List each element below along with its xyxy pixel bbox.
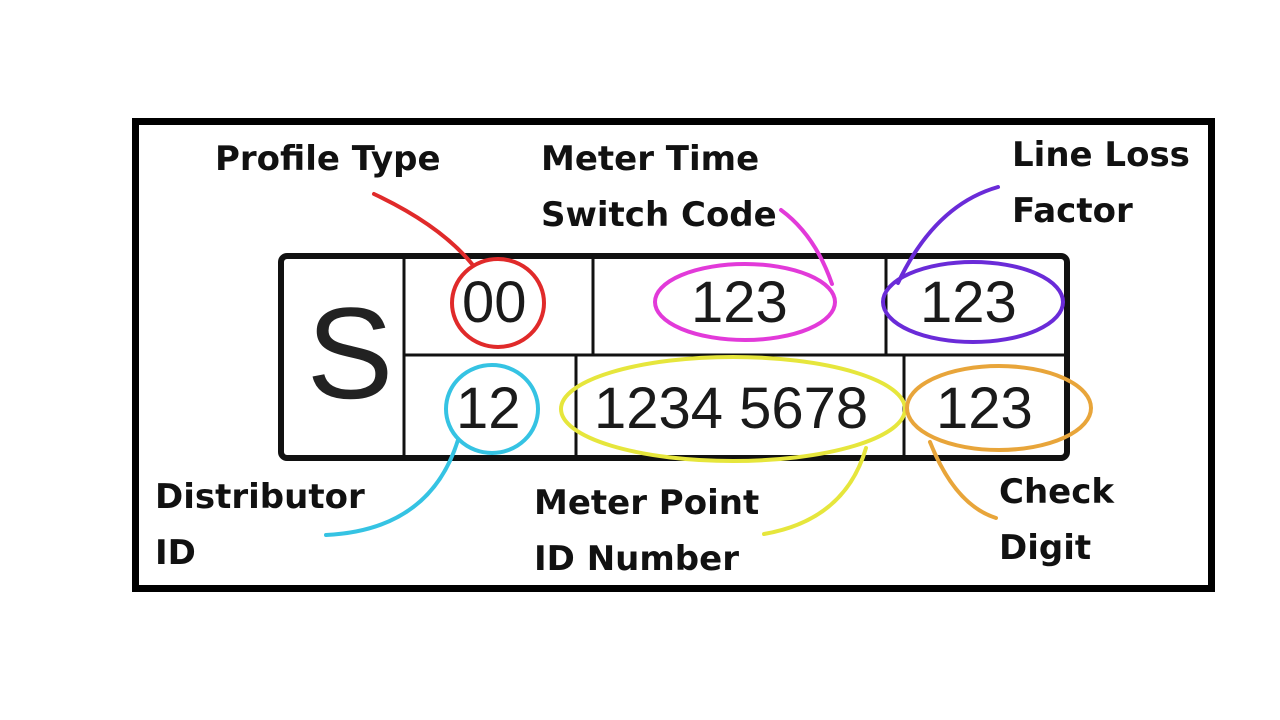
meter-point-id-number-label: Meter Point ID Number	[534, 475, 759, 587]
meter-time-switch-code-ellipse	[653, 262, 837, 342]
meter-time-switch-code-label-line-1: Meter Time	[541, 139, 760, 179]
check-digit-label-line-1: Check	[999, 472, 1114, 512]
line-loss-factor-label-line-2: Factor	[1012, 191, 1133, 231]
profile-type-label: Profile Type	[215, 131, 441, 187]
meter-point-id-number-label-line-1: Meter Point	[534, 483, 760, 523]
line-loss-factor-ellipse	[881, 260, 1065, 344]
meter-time-switch-code-label-line-2: Switch Code	[541, 195, 777, 235]
distributor-id-connector	[324, 438, 460, 537]
distributor-id-label: Distributor ID	[155, 469, 365, 581]
meter-time-switch-code-connector	[779, 208, 834, 286]
line-loss-factor-connector	[896, 185, 1000, 285]
check-digit-label-line-2: Digit	[999, 528, 1092, 568]
line-loss-factor-label-line-1: Line Loss	[1012, 135, 1190, 175]
meter-point-id-connector	[762, 446, 868, 536]
check-digit-value: 123	[936, 376, 1033, 441]
meter-time-switch-code-label: Meter Time Switch Code	[541, 131, 777, 243]
check-digit-connector	[928, 440, 998, 520]
line-loss-factor-value: 123	[920, 270, 1017, 335]
check-digit-label: Check Digit	[999, 464, 1114, 576]
supply-letter: S	[306, 280, 394, 426]
distributor-id-value: 12	[456, 376, 521, 441]
distributor-id-label-line-2: ID	[155, 533, 196, 573]
check-digit-ellipse	[905, 364, 1093, 452]
meter-time-switch-code-value: 123	[691, 270, 788, 335]
distributor-id-label-line-1: Distributor	[155, 477, 365, 517]
profile-type-label-text: Profile Type	[215, 139, 441, 179]
meter-point-id-number-label-line-2: ID Number	[534, 539, 739, 579]
profile-type-connector	[372, 192, 474, 266]
profile-type-value: 00	[462, 270, 527, 335]
line-loss-factor-label: Line Loss Factor	[1012, 127, 1190, 239]
meter-point-id-number-value: 1234 5678	[594, 376, 869, 441]
profile-type-ellipse	[450, 257, 546, 349]
meter-point-id-ellipse	[559, 355, 907, 463]
distributor-id-ellipse	[444, 363, 540, 455]
